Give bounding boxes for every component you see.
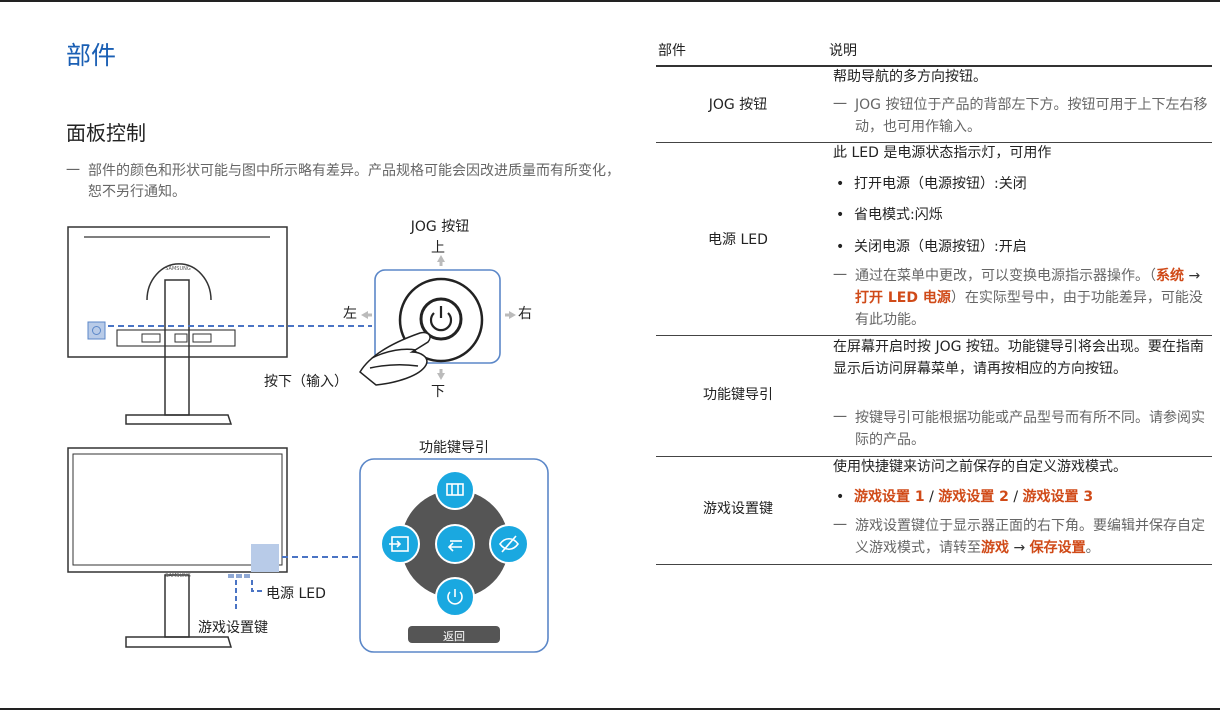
row-led-note-dash: 一 bbox=[833, 268, 847, 284]
row-led-bullet-2: •省电模式:闪烁 bbox=[836, 207, 943, 223]
direction-arrows bbox=[361, 255, 516, 380]
row-separator bbox=[656, 456, 1212, 457]
row-jog-note-dash: 一 bbox=[833, 97, 847, 113]
row-game-desc: 使用快捷键来访问之前保存的自定义游戏模式。 bbox=[833, 459, 1127, 475]
row-led-bullet-1: •打开电源（电源按钮）:关闭 bbox=[836, 176, 1027, 192]
jog-right-label: 右 bbox=[518, 306, 532, 322]
row-jog-note-text: JOG 按钮位于产品的背部左下方。按钮可用于上下左右移动，也可用作输入。 bbox=[855, 97, 1208, 135]
row-separator bbox=[656, 335, 1212, 336]
top-rule bbox=[0, 0, 1220, 2]
row-led-note: 一 通过在菜单中更改，可以变换电源指示器操作。（系统 → 打开 LED 电源）在… bbox=[833, 265, 1211, 331]
row-jog-note: 一 JOG 按钮位于产品的背部左下方。按钮可用于上下左右移动，也可用作输入。 bbox=[833, 94, 1211, 138]
row-game-component: 游戏设置键 bbox=[703, 501, 773, 517]
bullet-sep: / bbox=[924, 489, 939, 505]
row-separator bbox=[656, 142, 1212, 143]
bullet-text: 省电模式:闪烁 bbox=[854, 207, 943, 223]
menu-path-save: 保存设置 bbox=[1029, 540, 1086, 556]
note-part: 通过在菜单中更改，可以变换电源指示器操作。（ bbox=[855, 268, 1156, 284]
jog-up-label: 上 bbox=[431, 240, 445, 256]
row-game-note-dash: 一 bbox=[833, 518, 847, 534]
panel-control-illustration: SAMSUNG SAMSUNG bbox=[67, 226, 549, 653]
jog-down-label: 下 bbox=[431, 384, 445, 400]
row-guide-note-dash: 一 bbox=[833, 410, 847, 426]
menu-path-system: 系统 bbox=[1156, 268, 1184, 284]
row-guide-note: 一 按键导引可能根据功能或产品型号而有所不同。请参阅实际的产品。 bbox=[833, 407, 1211, 451]
jog-figure-title: JOG 按钮 bbox=[410, 219, 470, 235]
row-game-bullet: •游戏设置 1 / 游戏设置 2 / 游戏设置 3 bbox=[836, 489, 1094, 505]
bullet-text: 打开电源（电源按钮）:关闭 bbox=[854, 176, 1027, 192]
return-label: 返回 bbox=[443, 630, 465, 643]
row-led-desc: 此 LED 是电源状态指示灯，可用作 bbox=[833, 145, 1052, 161]
row-guide-note-text: 按键导引可能根据功能或产品型号而有所不同。请参阅实际的产品。 bbox=[855, 410, 1205, 448]
row-led-note-text: 通过在菜单中更改，可以变换电源指示器操作。（系统 → 打开 LED 电源）在实际… bbox=[833, 265, 1211, 331]
hand-drawing bbox=[359, 331, 431, 386]
note-part: 游戏设置键位于显示器正面的右下角。要编辑并保存自定义游戏模式，请转至 bbox=[855, 518, 1205, 556]
row-guide-desc: 在屏幕开启时按 JOG 按钮。功能键导引将会出现。要在指南显示后访问屏幕菜单，请… bbox=[833, 339, 1204, 377]
row-game-note: 一 游戏设置键位于显示器正面的右下角。要编辑并保存自定义游戏模式，请转至游戏 →… bbox=[833, 515, 1211, 559]
page-title: 部件 bbox=[66, 41, 117, 70]
monitor-front-drawing bbox=[67, 447, 288, 648]
bullet-sep: / bbox=[1008, 489, 1023, 505]
row-separator bbox=[656, 564, 1212, 565]
section-title: 面板控制 bbox=[66, 121, 146, 145]
note-dash: 一 bbox=[66, 163, 80, 179]
row-game-note-text: 游戏设置键位于显示器正面的右下角。要编辑并保存自定义游戏模式，请转至游戏 → 保… bbox=[833, 515, 1211, 559]
jog-press-label: 按下（输入） bbox=[264, 374, 348, 390]
return-bar bbox=[408, 626, 500, 643]
row-led-component: 电源 LED bbox=[708, 232, 768, 248]
function-guide-title: 功能键导引 bbox=[419, 440, 489, 456]
header-rule bbox=[656, 65, 1212, 67]
jog-left-label: 左 bbox=[343, 306, 357, 322]
bottom-rule bbox=[0, 708, 1220, 710]
svg-text:SAMSUNG: SAMSUNG bbox=[165, 266, 191, 272]
monitor-back-drawing bbox=[67, 226, 288, 425]
col-header-description: 说明 bbox=[829, 43, 857, 59]
game-setting-2: 游戏设置 2 bbox=[938, 489, 1009, 505]
svg-text:SAMSUNG: SAMSUNG bbox=[165, 573, 191, 579]
menu-path-arrow: → bbox=[1184, 268, 1201, 284]
disclaimer-note: 一 部件的颜色和形状可能与图中所示略有差异。产品规格可能会因改进质量而有所变化，… bbox=[66, 161, 626, 203]
power-led-label: 电源 LED bbox=[266, 586, 326, 602]
row-jog-desc: 帮助导航的多方向按钮。 bbox=[833, 69, 987, 85]
note-part: ）在实际型号中，由于功能差异，可能没有此功能。 bbox=[855, 290, 1203, 328]
jog-button-location bbox=[87, 321, 106, 340]
game-setting-3: 游戏设置 3 bbox=[1022, 489, 1094, 505]
game-setting-1: 游戏设置 1 bbox=[854, 489, 925, 505]
menu-path-arrow: → bbox=[1009, 540, 1030, 556]
row-led-bullet-3: •关闭电源（电源按钮）:开启 bbox=[836, 239, 1027, 255]
game-key-label: 游戏设置键 bbox=[198, 620, 268, 636]
note-text: 部件的颜色和形状可能与图中所示略有差异。产品规格可能会因改进质量而有所变化，恕不… bbox=[88, 163, 620, 200]
col-header-component: 部件 bbox=[658, 43, 686, 59]
game-key-location bbox=[251, 544, 279, 572]
menu-path-game: 游戏 bbox=[981, 540, 1009, 556]
bullet-text: 关闭电源（电源按钮）:开启 bbox=[854, 239, 1027, 255]
menu-path-led: 打开 LED 电源 bbox=[855, 290, 951, 306]
row-guide-component: 功能键导引 bbox=[703, 387, 773, 403]
note-part: 。 bbox=[1085, 540, 1100, 556]
row-jog-component: JOG 按钮 bbox=[708, 97, 768, 113]
